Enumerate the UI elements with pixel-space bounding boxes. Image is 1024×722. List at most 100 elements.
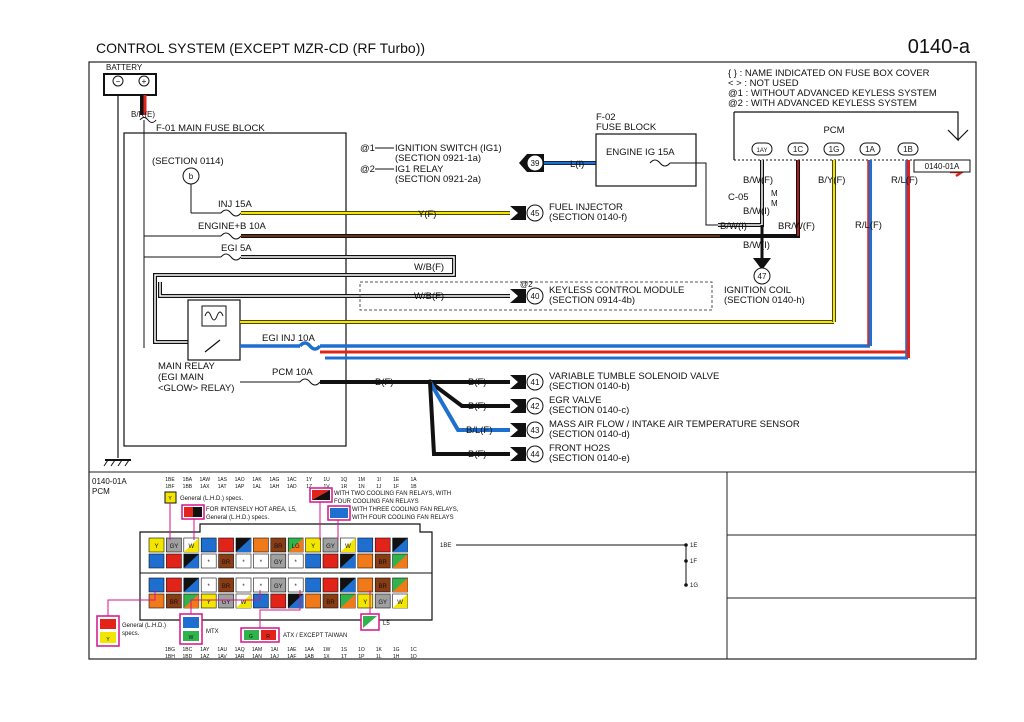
- note-hot-area-text-2: General (L.H.D.) specs.: [206, 515, 269, 521]
- fuse-egi-label: EGI 5A: [221, 243, 252, 254]
- pcm-pin-1a: [859, 142, 881, 156]
- conn-43-label: 43: [531, 426, 540, 435]
- pcm-pin-1ay-label: 1AY: [757, 148, 768, 154]
- pin-label: 1AE: [287, 647, 297, 653]
- pcm-pin-1ay: [751, 142, 773, 156]
- connector-cell: [322, 553, 339, 569]
- wire-wb-f: [154, 256, 455, 343]
- main-fuse-block-box: [123, 132, 347, 447]
- note-l5-text: L5: [383, 621, 390, 627]
- ignition-switch-section: (SECTION 0921-1a): [395, 153, 481, 164]
- pin-label: 1AK: [252, 477, 262, 483]
- c05-pin-bottom: M: [771, 199, 778, 208]
- legend-line-2: < > : NOT USED: [728, 78, 799, 89]
- pin-label: 1AV: [218, 654, 228, 660]
- connector-b-label: b: [189, 172, 194, 181]
- wire-engine-ig-out: [670, 162, 718, 226]
- conn-40-circle: [526, 287, 544, 305]
- connector-view-name: PCM: [92, 487, 110, 496]
- pin-label: 1Z: [306, 484, 312, 490]
- pin-label: 1AD: [287, 484, 297, 490]
- fuse-egi-inj-label: EGI INJ 10A: [262, 333, 315, 344]
- wire-label-rl-f2: R/L(F): [891, 175, 918, 186]
- splice-out-1e: 1E: [690, 543, 697, 549]
- wire-label-bf-b: B(F): [468, 401, 486, 412]
- connector-cell-mark: BR: [222, 584, 231, 590]
- wire-label-bw-f: B/W(F): [743, 175, 773, 186]
- wire-label-by-f: B/Y(F): [818, 175, 845, 186]
- connector-cell: [253, 577, 269, 593]
- connector-cell: [148, 553, 165, 569]
- pin-label: 1AN: [252, 654, 262, 660]
- note-leader-lines-bottom: [107, 590, 371, 628]
- keyless-option-box: [359, 281, 713, 311]
- connector-cell: [200, 553, 217, 569]
- fuse-egi-symbol: [220, 253, 242, 261]
- connector-cell: [374, 553, 391, 569]
- wire-rl-f-run: [240, 341, 870, 351]
- connector-cell-mark: BR: [326, 600, 335, 606]
- note-atx-green-mark: G: [249, 634, 253, 640]
- pin-label: 1BG: [165, 647, 175, 653]
- note-two-fan-text-2: FOUR COOLING FAN RELAYS: [334, 499, 419, 505]
- pin-label: 1X: [324, 654, 331, 660]
- pin-label: 1B: [411, 484, 418, 490]
- connector-cell: [166, 553, 182, 569]
- connector-cell-mark: *: [260, 560, 263, 566]
- wire-label-bw-i2: B/W(I): [720, 221, 747, 232]
- fuse-engine-b-label: ENGINE+B 10A: [198, 221, 267, 232]
- note-bottom-general-text-2: specs.: [122, 631, 140, 637]
- fuse-block-f02-label: FUSE BLOCK: [596, 122, 657, 133]
- connector-view-id: 0140-01A: [92, 477, 127, 486]
- pcm-label: PCM: [823, 125, 844, 136]
- connector-cell: [235, 553, 252, 569]
- conn-40-arrow: [510, 289, 526, 303]
- c05-pin-top: M: [771, 189, 778, 198]
- wire-label-brw-f: BR/W(F): [778, 221, 815, 232]
- conn-41-circle: [526, 373, 544, 391]
- pin-label: 1AS: [217, 477, 227, 483]
- pin-label: 1AR: [235, 654, 245, 660]
- connector-cell-stripe: [340, 554, 356, 568]
- pin-label: 1AA: [304, 647, 314, 653]
- pin-label: 1E: [393, 477, 400, 483]
- pin-label: 1J: [376, 484, 382, 490]
- note-mtx-green: [183, 631, 199, 641]
- connector-cell: [218, 553, 234, 569]
- destination-41: 41 VARIABLE TUMBLE SOLENOID VALVE (SECTI…: [510, 371, 719, 392]
- conn-47-label: 47: [758, 272, 767, 281]
- connector-cell: [270, 537, 287, 553]
- conn-47-arrow: [753, 258, 771, 270]
- dest-ignition-coil-name: IGNITION COIL: [724, 285, 791, 296]
- connector-cell: [287, 553, 304, 569]
- pin-label: 1AW: [199, 477, 210, 483]
- connector-cell-mark: W: [397, 600, 403, 606]
- pin-label: 1BC: [183, 647, 193, 653]
- connector-cell: [166, 577, 182, 593]
- pin-label: 1AJ: [270, 654, 279, 660]
- note-leader-lines-top: [169, 502, 339, 540]
- fuse-block-f02-box: [595, 133, 697, 187]
- connector-cell: [322, 537, 339, 553]
- conn-42-label: 42: [531, 402, 540, 411]
- wire-label-b-f: B(F): [375, 377, 393, 388]
- connector-cell: [166, 593, 182, 609]
- pcm-pin-1g: [823, 142, 845, 156]
- pin-label: 1D: [410, 654, 417, 660]
- note-hot-area-swatch-red: [184, 507, 193, 517]
- pin-label: 1AH: [270, 484, 280, 490]
- connector-cell-mark: GY: [326, 544, 335, 550]
- pin-label: 1AZ: [200, 654, 209, 660]
- conn-47-circle: [753, 267, 771, 285]
- pin-label: 1W: [323, 647, 331, 653]
- connector-cell-mark: GY: [274, 560, 283, 566]
- wire-b-f-branch-egr: [428, 380, 510, 408]
- connector-cell: [305, 593, 321, 609]
- conn-45-circle: [526, 204, 544, 222]
- main-fuse-block-section: (SECTION 0114): [152, 156, 224, 167]
- dest-44-name: FRONT HO2S: [549, 443, 610, 454]
- destination-43: 43 MASS AIR FLOW / INTAKE AIR TEMPERATUR…: [510, 419, 800, 440]
- pin-label: 1AX: [200, 484, 210, 490]
